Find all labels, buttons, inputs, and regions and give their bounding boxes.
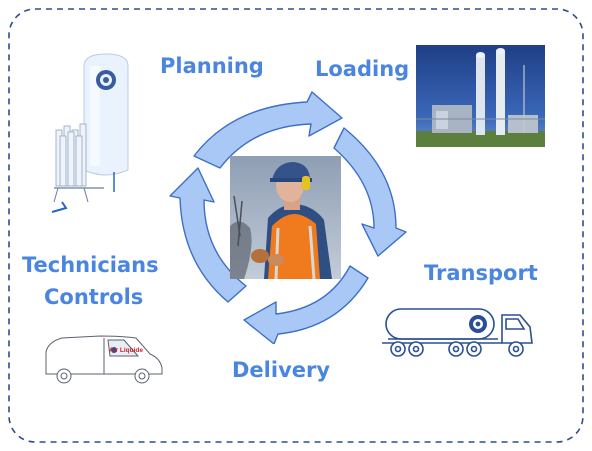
service-van-icon: Air Liquide: [45, 335, 163, 384]
plant-photo: [416, 45, 545, 147]
air-liquide-logo-icon: [111, 347, 117, 353]
arrow-top: [193, 91, 343, 169]
tanker-truck-icon: [382, 308, 533, 357]
storage-tank-illustration: [51, 53, 129, 213]
air-liquide-logo-icon: [96, 70, 116, 90]
delivery-label: Delivery: [232, 358, 331, 382]
arrow-left: [169, 167, 247, 303]
technician-photo: [230, 156, 341, 279]
planning-label: Planning: [160, 54, 264, 78]
controls-label: Controls: [44, 285, 144, 309]
transport-label: Transport: [424, 261, 538, 285]
technicians-label: Technicians: [22, 253, 159, 277]
air-liquide-logo-icon: [469, 315, 487, 333]
arrow-right: [333, 127, 407, 257]
dashed-frame: [8, 8, 584, 443]
loading-label: Loading: [315, 57, 410, 81]
arrow-bottom: [243, 265, 369, 344]
van-brand-text: Air Liquide: [109, 347, 143, 354]
cycle-arrows: [169, 91, 407, 344]
